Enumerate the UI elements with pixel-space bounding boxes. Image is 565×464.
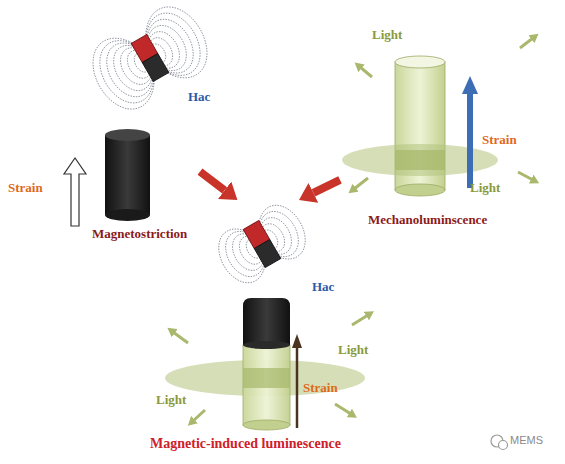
- light-label: Light: [156, 393, 186, 408]
- panel-title: Mechanoluminscence: [368, 213, 487, 228]
- light-label: Light: [372, 28, 402, 43]
- luminescent-rod: [342, 56, 498, 196]
- light-ray: [354, 178, 368, 189]
- illustration-panel: Magnetic-induced luminescence: [145, 200, 425, 458]
- light-band: [395, 150, 445, 170]
- panel-title: Magnetic-induced luminescence: [150, 436, 341, 452]
- watermark-icon: [491, 435, 508, 450]
- light-ray: [193, 410, 205, 421]
- magnet: [131, 34, 169, 81]
- magnetic-field: [81, 0, 219, 120]
- light-ray: [518, 172, 533, 180]
- magnet-pole: [142, 54, 169, 82]
- illustration-panel: Magnetostriction: [60, 5, 200, 250]
- field-line: [131, 0, 219, 91]
- rod-bottom: [105, 209, 150, 221]
- flow-arrow: [313, 180, 340, 193]
- magnetostrictive-cap: [243, 298, 290, 345]
- magnet-pole: [254, 240, 281, 268]
- rod-top: [395, 56, 445, 68]
- cap-joint: [243, 341, 290, 349]
- light-ray: [173, 332, 188, 343]
- strain-arrow: [467, 92, 473, 188]
- field-label: Hac: [188, 90, 210, 105]
- strain-label: Strain: [8, 181, 43, 196]
- rod-bottom: [243, 420, 290, 430]
- rod-body: [105, 135, 150, 215]
- flow-arrow: [200, 172, 225, 191]
- light-label: Light: [338, 343, 368, 358]
- rod-top: [105, 129, 150, 141]
- field-label: Hac: [312, 280, 334, 295]
- light-ray: [335, 404, 351, 414]
- light-label: Light: [470, 181, 500, 196]
- composite-rod: [165, 298, 365, 430]
- magnetic-field: [210, 197, 315, 290]
- strain-arrow-head: [462, 76, 478, 94]
- rod-body: [243, 345, 290, 425]
- light-rays: [173, 38, 533, 421]
- light-ray: [520, 38, 533, 48]
- watermark: MEMS: [510, 434, 543, 447]
- rod-bottom: [395, 184, 445, 196]
- magnet: [243, 220, 281, 267]
- magnetostrictive-rod: [105, 129, 150, 221]
- field-line: [81, 25, 169, 119]
- strain-arrow: [296, 346, 299, 428]
- strain-label: Strain: [303, 381, 338, 396]
- strain-arrow: [64, 158, 86, 226]
- light-disk: [342, 144, 498, 176]
- strain-arrow-head: [292, 334, 302, 348]
- panel-title: Magnetostriction: [92, 227, 187, 242]
- light-ray: [360, 67, 372, 77]
- icon-bubble: [499, 441, 508, 450]
- strain-label: Strain: [482, 133, 517, 148]
- light-band: [243, 368, 290, 388]
- light-ray: [352, 315, 368, 325]
